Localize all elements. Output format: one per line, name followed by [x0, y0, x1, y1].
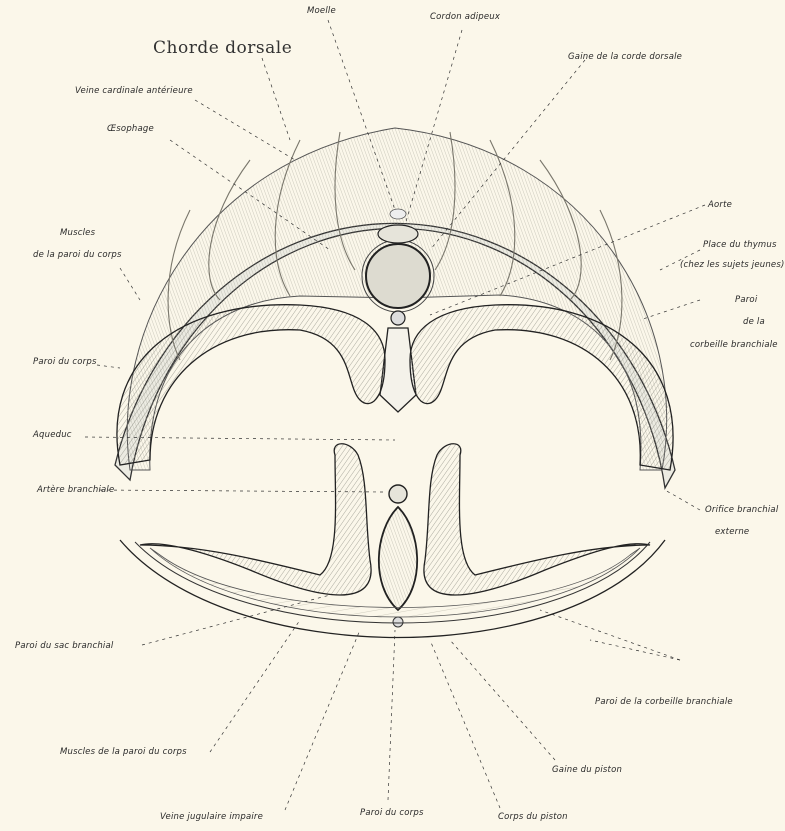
label-paroi-corps-left: Paroi du corps — [33, 357, 97, 367]
jugular-vein — [393, 617, 403, 627]
label-moelle: Moelle — [307, 6, 336, 16]
label-orifice-2: externe — [715, 527, 749, 537]
spinal-cord — [378, 225, 418, 243]
aorta — [391, 311, 405, 325]
label-paroi-corbeille-2: de la — [743, 317, 765, 327]
label-paroi-corps-bottom: Paroi du corps — [360, 808, 424, 818]
notochord — [366, 244, 430, 308]
label-gaine-corde: Gaine de la corde dorsale — [568, 52, 682, 62]
branchial-sac-lower-right — [424, 444, 650, 595]
label-muscles-1: Muscles — [60, 228, 95, 238]
title-chorde-dorsale: Chorde dorsale — [153, 38, 292, 58]
label-muscles-2: de la paroi du corps — [33, 250, 122, 260]
label-thymus-1: Place du thymus — [703, 240, 777, 250]
label-orifice-1: Orifice branchial — [705, 505, 778, 515]
fat-cord — [390, 209, 406, 219]
label-gaine-piston: Gaine du piston — [552, 765, 622, 775]
label-paroi-corbeille-3: corbeille branchiale — [690, 340, 778, 350]
label-veine-jugulaire: Veine jugulaire impaire — [160, 812, 263, 822]
branchial-artery — [389, 485, 407, 503]
label-paroi-corbeille-1: Paroi — [735, 295, 757, 305]
label-paroi-sac: Paroi du sac branchial — [15, 641, 113, 651]
label-aorte: Aorte — [708, 200, 732, 210]
label-cordon-adipeux: Cordon adipeux — [430, 12, 500, 22]
label-muscles-bottom: Muscles de la paroi du corps — [60, 747, 187, 757]
label-thymus-2: (chez les sujets jeunes) — [680, 260, 785, 270]
label-paroi-corbeille-bottom: Paroi de la corbeille branchiale — [595, 697, 733, 707]
piston-body — [379, 507, 417, 610]
label-artere-branchiale: Artère branchiale — [37, 485, 114, 495]
label-oesophage: Œsophage — [107, 124, 154, 134]
label-aqueduc: Aqueduc — [33, 430, 72, 440]
label-corps-piston: Corps du piston — [498, 812, 568, 822]
label-veine-cardinale: Veine cardinale antérieure — [75, 86, 193, 96]
